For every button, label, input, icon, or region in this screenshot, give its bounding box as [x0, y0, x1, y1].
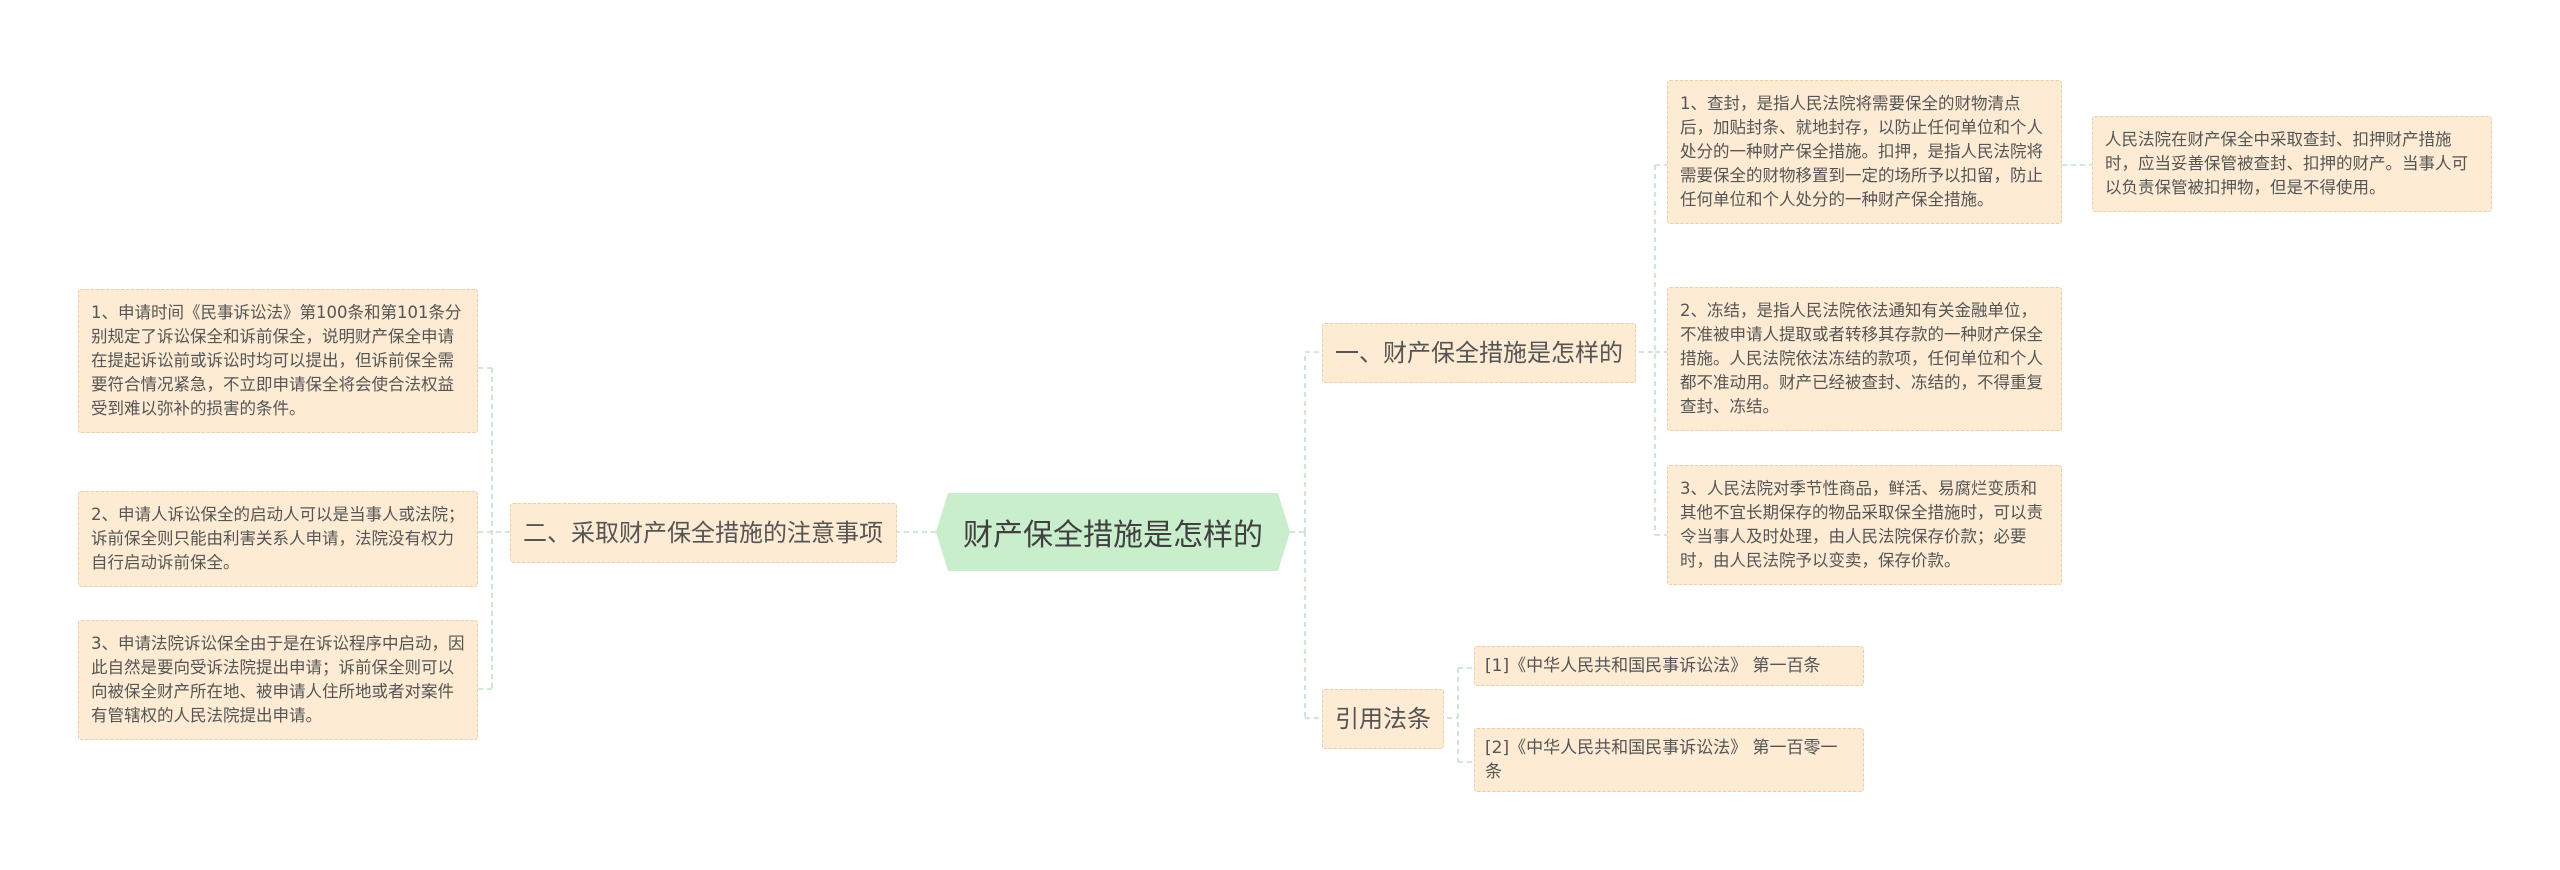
leaf-perishable-goods-text: 3、人民法院对季节性商品，鲜活、易腐烂变质和其他不宜长期保存的物品采取保全措施时…	[1680, 479, 2043, 570]
leaf-seizure-detention[interactable]: 1、查封，是指人民法院将需要保全的财物清点后，加贴封条、就地封存，以防止任何单位…	[1667, 80, 2062, 224]
leaf-application-time[interactable]: 1、申请时间《民事诉讼法》第100条和第101条分别规定了诉讼保全和诉前保全，说…	[78, 289, 478, 433]
branch-measures-label: 一、财产保全措施是怎样的	[1335, 339, 1623, 367]
leaf-applicant-text: 2、申请人诉讼保全的启动人可以是当事人或法院；诉前保全则只能由利害关系人申请，法…	[91, 505, 465, 572]
leaf-perishable-goods[interactable]: 3、人民法院对季节性商品，鲜活、易腐烂变质和其他不宜长期保存的物品采取保全措施时…	[1667, 465, 2062, 585]
leaf-seizure-detention-text: 1、查封，是指人民法院将需要保全的财物清点后，加贴封条、就地封存，以防止任何单位…	[1680, 94, 2043, 209]
leaf-custody-text: 人民法院在财产保全中采取查封、扣押财产措施时，应当妥善保管被查封、扣押的财产。当…	[2105, 130, 2468, 197]
leaf-freezing-text: 2、冻结，是指人民法院依法通知有关金融单位，不准被申请人提取或者转移其存款的一种…	[1680, 301, 2043, 416]
root-topic-label: 财产保全措施是怎样的	[963, 518, 1263, 553]
ref-article-101[interactable]: [2]《中华人民共和国民事诉讼法》 第一百零一条	[1474, 728, 1864, 792]
branch-measures[interactable]: 一、财产保全措施是怎样的	[1322, 323, 1636, 383]
leaf-custody[interactable]: 人民法院在财产保全中采取查封、扣押财产措施时，应当妥善保管被查封、扣押的财产。当…	[2092, 116, 2492, 212]
branch-precautions[interactable]: 二、采取财产保全措施的注意事项	[510, 503, 897, 563]
leaf-application-court[interactable]: 3、申请法院诉讼保全由于是在诉讼程序中启动，因此自然是要向受诉法院提出申请；诉前…	[78, 620, 478, 740]
leaf-application-time-text: 1、申请时间《民事诉讼法》第100条和第101条分别规定了诉讼保全和诉前保全，说…	[91, 303, 462, 418]
ref-article-100-text: [1]《中华人民共和国民事诉讼法》 第一百条	[1485, 656, 1821, 676]
ref-article-100[interactable]: [1]《中华人民共和国民事诉讼法》 第一百条	[1474, 646, 1864, 686]
branch-cited-law-label: 引用法条	[1335, 705, 1431, 733]
leaf-applicant[interactable]: 2、申请人诉讼保全的启动人可以是当事人或法院；诉前保全则只能由利害关系人申请，法…	[78, 491, 478, 587]
branch-precautions-label: 二、采取财产保全措施的注意事项	[523, 519, 883, 547]
ref-article-101-text: [2]《中华人民共和国民事诉讼法》 第一百零一条	[1485, 738, 1838, 782]
branch-cited-law[interactable]: 引用法条	[1322, 689, 1444, 749]
root-topic[interactable]: 财产保全措施是怎样的	[936, 493, 1290, 571]
leaf-application-court-text: 3、申请法院诉讼保全由于是在诉讼程序中启动，因此自然是要向受诉法院提出申请；诉前…	[91, 634, 465, 725]
leaf-freezing[interactable]: 2、冻结，是指人民法院依法通知有关金融单位，不准被申请人提取或者转移其存款的一种…	[1667, 287, 2062, 431]
